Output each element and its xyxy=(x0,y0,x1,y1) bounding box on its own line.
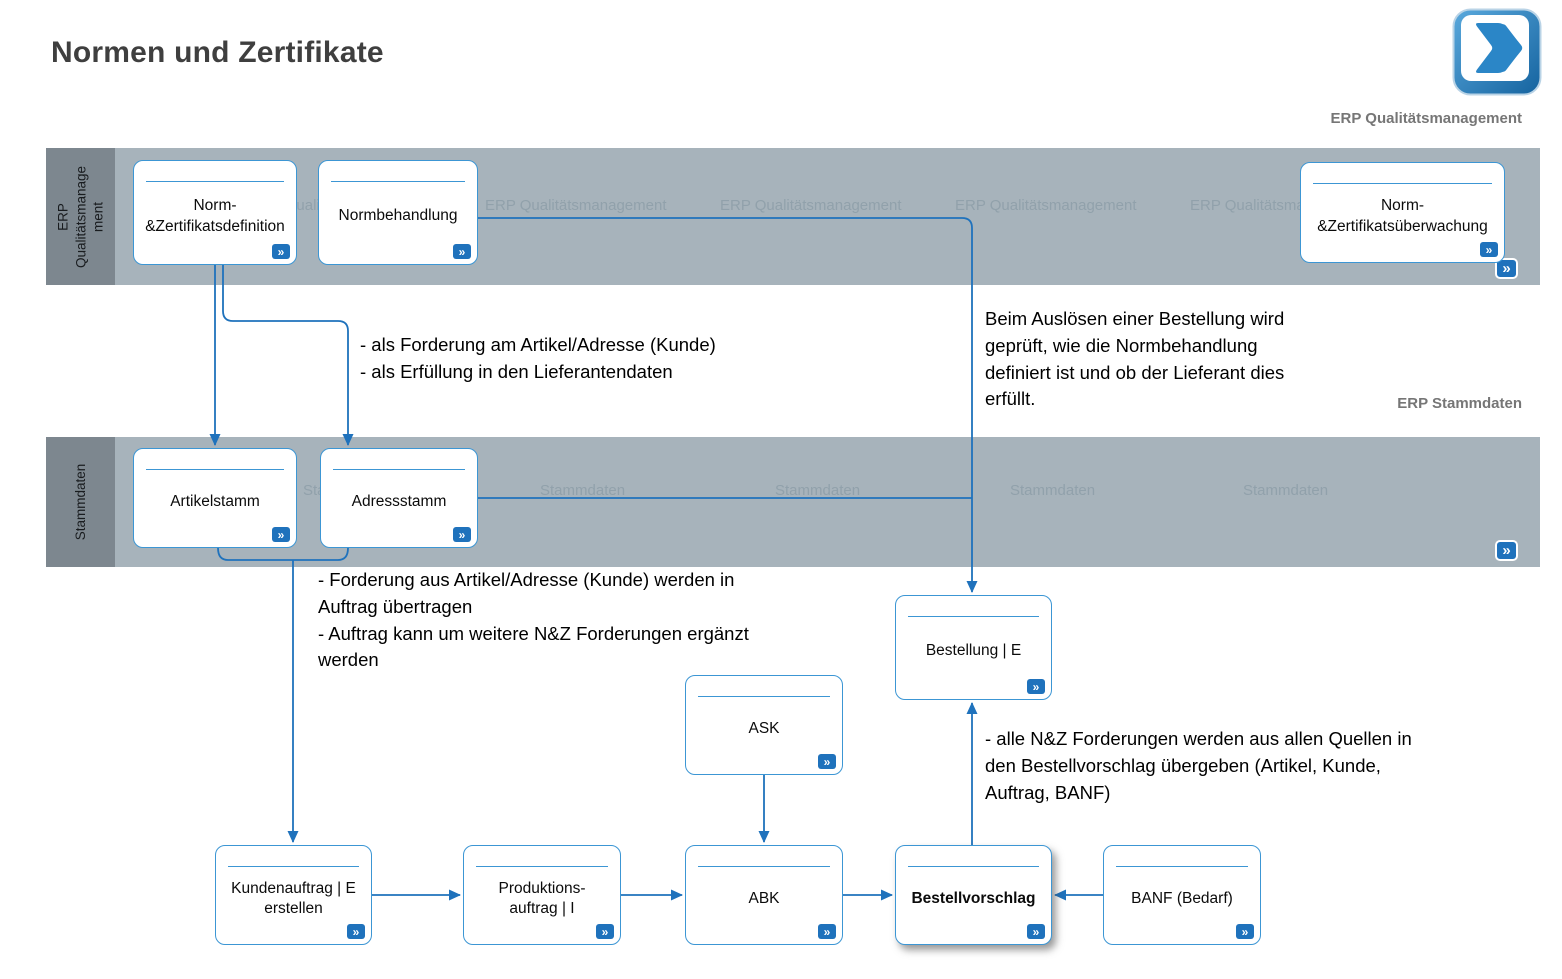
brand-logo-svg xyxy=(1452,8,1542,96)
forward-icon[interactable]: » xyxy=(596,924,614,939)
annotation-bestellung-pruefung: Beim Auslösen einer Bestellung wird gepr… xyxy=(985,308,1285,410)
node-bestellung[interactable]: Bestellung | E » xyxy=(895,595,1052,700)
lane-forward-icon[interactable]: » xyxy=(1495,258,1518,279)
node-produktionsauftrag[interactable]: Produktions- auftrag | I » xyxy=(463,845,621,945)
annotation-forderung-artikel: - als Forderung am Artikel/Adresse (Kund… xyxy=(360,334,716,382)
brand-logo-icon xyxy=(1452,8,1542,96)
lane-watermark: Stammdaten xyxy=(1010,482,1096,499)
lane-watermark: ERP Qualitätsmanagement xyxy=(485,197,667,214)
node-label: Bestellvorschlag xyxy=(911,889,1036,907)
node-divider-line xyxy=(698,696,830,697)
node-label: ASK xyxy=(748,719,780,737)
node-divider-line xyxy=(333,469,465,470)
node-kundenauftrag[interactable]: Kundenauftrag | E erstellen » xyxy=(215,845,372,945)
forward-icon[interactable]: » xyxy=(272,527,290,542)
caption-erp-qualitaetsmanagement: ERP Qualitätsmanagement xyxy=(1330,110,1522,127)
lane-header-stammdaten: Stammdaten xyxy=(46,437,115,567)
node-divider-line xyxy=(331,181,465,182)
forward-icon[interactable]: » xyxy=(347,924,365,939)
node-divider-line xyxy=(146,181,284,182)
forward-icon[interactable]: » xyxy=(818,924,836,939)
node-label: Norm- &Zertifikatsüberwachung xyxy=(1317,197,1488,235)
node-divider-line xyxy=(476,866,608,867)
node-divider-line xyxy=(1313,183,1492,184)
lane-label-erp-qualitaetsmanagement: ERP Qualitätsmanage ment xyxy=(55,165,106,268)
forward-icon[interactable]: » xyxy=(453,527,471,542)
annotation-auftrag-uebertragung: - Forderung aus Artikel/Adresse (Kunde) … xyxy=(318,569,749,671)
forward-icon[interactable]: » xyxy=(272,244,290,259)
lane-watermark: ERP Qualitätsmanagement xyxy=(955,197,1137,214)
page-title: Normen und Zertifikate xyxy=(51,36,384,69)
node-divider-line xyxy=(1116,866,1248,867)
lane-header-erp-qualitaetsmanagement: ERP Qualitätsmanage ment xyxy=(46,148,115,285)
node-divider-line xyxy=(698,866,830,867)
node-ask[interactable]: ASK » xyxy=(685,675,843,775)
node-label: Bestellung | E xyxy=(925,642,1022,660)
node-divider-line xyxy=(228,866,359,867)
node-label: ABK xyxy=(748,889,780,907)
node-label: Kundenauftrag | E erstellen xyxy=(231,879,356,917)
node-label: Produktions- auftrag | I xyxy=(498,879,586,917)
connector-normdef-adressstamm xyxy=(222,265,354,446)
node-divider-line xyxy=(908,616,1039,617)
node-abk[interactable]: ABK » xyxy=(685,845,843,945)
node-label: Norm- &Zertifikatsdefinition xyxy=(145,197,285,235)
forward-icon[interactable]: » xyxy=(1027,924,1045,939)
node-label: Artikelstamm xyxy=(170,492,260,510)
node-divider-line xyxy=(146,469,284,470)
lane-watermark: Stammdaten xyxy=(775,482,861,499)
node-normbehandlung[interactable]: Normbehandlung » xyxy=(318,160,478,265)
lane-forward-icon[interactable]: » xyxy=(1495,540,1518,561)
node-banf[interactable]: BANF (Bedarf) » xyxy=(1103,845,1261,945)
lane-label-stammdaten: Stammdaten xyxy=(72,463,88,541)
forward-icon[interactable]: » xyxy=(1480,242,1498,257)
node-artikelstamm[interactable]: Artikelstamm » xyxy=(133,448,297,548)
node-adressstamm[interactable]: Adressstamm » xyxy=(320,448,478,548)
forward-icon[interactable]: » xyxy=(818,754,836,769)
lane-watermark: ERP Qualitätsmanagement xyxy=(720,197,902,214)
lane-watermark: Stammdaten xyxy=(540,482,626,499)
forward-icon[interactable]: » xyxy=(1027,679,1045,694)
node-divider-line xyxy=(908,866,1039,867)
annotation-bestellvorschlag-quellen: - alle N&Z Forderungen werden aus allen … xyxy=(985,728,1412,803)
node-label: BANF (Bedarf) xyxy=(1131,889,1233,907)
caption-erp-stammdaten: ERP Stammdaten xyxy=(1397,395,1522,412)
lane-watermark: Stammdaten xyxy=(1243,482,1329,499)
node-label: Adressstamm xyxy=(351,492,447,510)
forward-icon[interactable]: » xyxy=(1236,924,1254,939)
node-norm-zertifikatsueberwachung[interactable]: Norm- &Zertifikatsüberwachung » xyxy=(1300,162,1505,263)
node-bestellvorschlag[interactable]: Bestellvorschlag » xyxy=(895,845,1052,945)
forward-icon[interactable]: » xyxy=(453,244,471,259)
node-label: Normbehandlung xyxy=(338,207,458,225)
node-norm-zertifikatsdefinition[interactable]: Norm- &Zertifikatsdefinition » xyxy=(133,160,297,265)
